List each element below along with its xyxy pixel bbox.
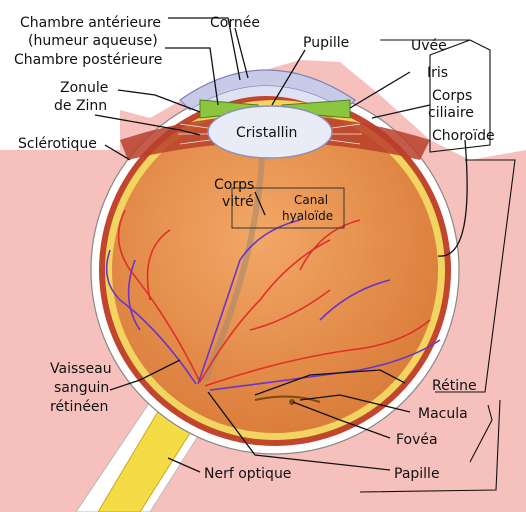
label-vaisseau-3: rétinéen: [50, 399, 108, 415]
label-retine: Rétine: [432, 378, 477, 394]
label-cristallin: Cristallin: [236, 125, 297, 141]
label-iris: Iris: [427, 65, 448, 81]
label-zonule-1: Zonule: [60, 80, 108, 96]
canal-label-box: [231, 187, 345, 229]
label-vaisseau-2: sanguin: [54, 380, 109, 396]
label-sclerotique: Sclérotique: [18, 136, 97, 152]
lens: [207, 105, 333, 159]
label-papille: Papille: [394, 466, 440, 482]
anterior-chamber: [190, 86, 345, 112]
label-chambre-anterieure-1: Chambre antérieure: [20, 15, 161, 31]
label-nerf-optique: Nerf optique: [204, 466, 291, 482]
label-corps-ciliaire-1: Corps: [432, 88, 472, 104]
label-cornee: Cornée: [210, 15, 260, 31]
fovea-pit: [289, 399, 295, 405]
retinal-arteries: [117, 209, 431, 387]
label-uvee: Uvée: [411, 38, 447, 54]
zonule-fibers: [178, 123, 362, 145]
label-chambre-anterieure-2: (humeur aqueuse): [28, 33, 158, 49]
hyaloid-canal: [202, 157, 265, 382]
label-canal-1: Canal: [294, 193, 328, 207]
label-fovea: Fovéa: [396, 432, 438, 448]
label-choroide: Choroïde: [432, 128, 495, 144]
leader-lines: [94, 17, 468, 473]
label-vaisseau-1: Vaisseau: [50, 361, 112, 377]
label-zonule-2: de Zinn: [54, 98, 107, 114]
label-chambre-posterieure: Chambre postérieure: [14, 52, 162, 68]
label-pupille: Pupille: [303, 35, 349, 51]
vitreous-body: [112, 107, 438, 433]
retinal-veins: [105, 219, 441, 391]
label-corps-ciliaire-2: ciliaire: [428, 105, 474, 121]
label-corps-vitre-1: Corps: [214, 177, 254, 193]
brackets: [359, 39, 516, 493]
label-corps-vitre-2: vitré: [222, 194, 254, 210]
label-macula: Macula: [418, 406, 468, 422]
macula-region: [254, 395, 321, 403]
label-canal-2: hyaloïde: [282, 209, 333, 223]
